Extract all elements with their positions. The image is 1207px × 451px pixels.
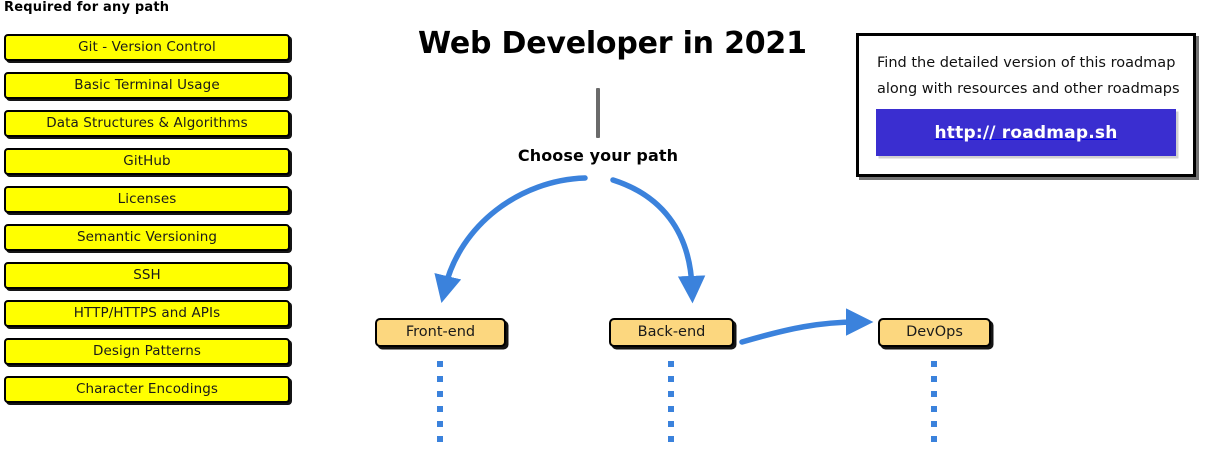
required-skill-label: SSH (133, 266, 161, 283)
trail-dot (668, 421, 674, 427)
required-skill-label: Licenses (117, 190, 177, 207)
arrow-to-frontend (434, 175, 588, 303)
trail-dot (668, 436, 674, 442)
required-skill-label: Character Encodings (75, 380, 219, 397)
trail-dot (668, 361, 674, 367)
required-skill-item[interactable]: Character Encodings (4, 376, 290, 403)
node-devops-label: DevOps (906, 324, 963, 341)
trail-dot (668, 376, 674, 382)
required-skill-item[interactable]: SSH (4, 262, 290, 289)
title-stem-connector (596, 88, 600, 138)
required-skill-item[interactable]: Data Structures & Algorithms (4, 110, 290, 137)
arrow-to-backend (610, 177, 706, 304)
trail-dot (668, 391, 674, 397)
required-skill-item[interactable]: Licenses (4, 186, 290, 213)
roadmap-sh-link-label: http:// roadmap.sh (934, 122, 1118, 143)
page-title: Web Developer in 2021 (418, 26, 807, 61)
required-skill-label: Basic Terminal Usage (74, 76, 220, 93)
roadmap-sh-link-button[interactable]: http:// roadmap.sh (876, 109, 1176, 156)
trail-dot (931, 376, 937, 382)
required-skill-label: Git - Version Control (78, 38, 216, 55)
required-skill-label: GitHub (123, 152, 171, 169)
arrow-backend-to-devops (739, 308, 874, 345)
roadmap-promo-box: Find the detailed version of this roadma… (856, 33, 1196, 177)
required-skill-item[interactable]: Semantic Versioning (4, 224, 290, 251)
sidebar-heading: Required for any path (4, 0, 170, 15)
required-skills-sidebar: Required for any path Git - Version Cont… (0, 0, 300, 436)
trail-dot (668, 406, 674, 412)
trail-dot (931, 421, 937, 427)
trail-dot (931, 361, 937, 367)
trail-dot (437, 436, 443, 442)
promo-text-line-2: along with resources and other roadmaps (877, 81, 1180, 97)
node-devops[interactable]: DevOps (878, 318, 991, 347)
trail-dot (437, 421, 443, 427)
trail-dot (437, 361, 443, 367)
required-skill-item[interactable]: GitHub (4, 148, 290, 175)
required-skills-list: Git - Version Control Basic Terminal Usa… (4, 34, 294, 414)
node-back-end-label: Back-end (637, 324, 706, 341)
dotted-trail-back-end (668, 361, 674, 451)
dotted-trail-devops (931, 361, 937, 451)
node-front-end-label: Front-end (405, 324, 476, 341)
required-skill-label: Semantic Versioning (76, 228, 218, 245)
required-skill-label: Design Patterns (92, 342, 201, 359)
required-skill-label: Data Structures & Algorithms (46, 114, 248, 131)
required-skill-item[interactable]: Git - Version Control (4, 34, 290, 61)
trail-dot (931, 406, 937, 412)
promo-text-line-1: Find the detailed version of this roadma… (877, 55, 1176, 71)
trail-dot (437, 376, 443, 382)
trail-dot (931, 391, 937, 397)
required-skill-item[interactable]: Design Patterns (4, 338, 290, 365)
required-skill-item[interactable]: HTTP/HTTPS and APIs (4, 300, 290, 327)
required-skill-label: HTTP/HTTPS and APIs (73, 304, 221, 321)
trail-dot (437, 391, 443, 397)
trail-dot (437, 406, 443, 412)
choose-your-path-label: Choose your path (517, 146, 679, 165)
node-back-end[interactable]: Back-end (609, 318, 734, 347)
node-front-end[interactable]: Front-end (375, 318, 506, 347)
trail-dot (931, 436, 937, 442)
required-skill-item[interactable]: Basic Terminal Usage (4, 72, 290, 99)
dotted-trail-front-end (437, 361, 443, 451)
